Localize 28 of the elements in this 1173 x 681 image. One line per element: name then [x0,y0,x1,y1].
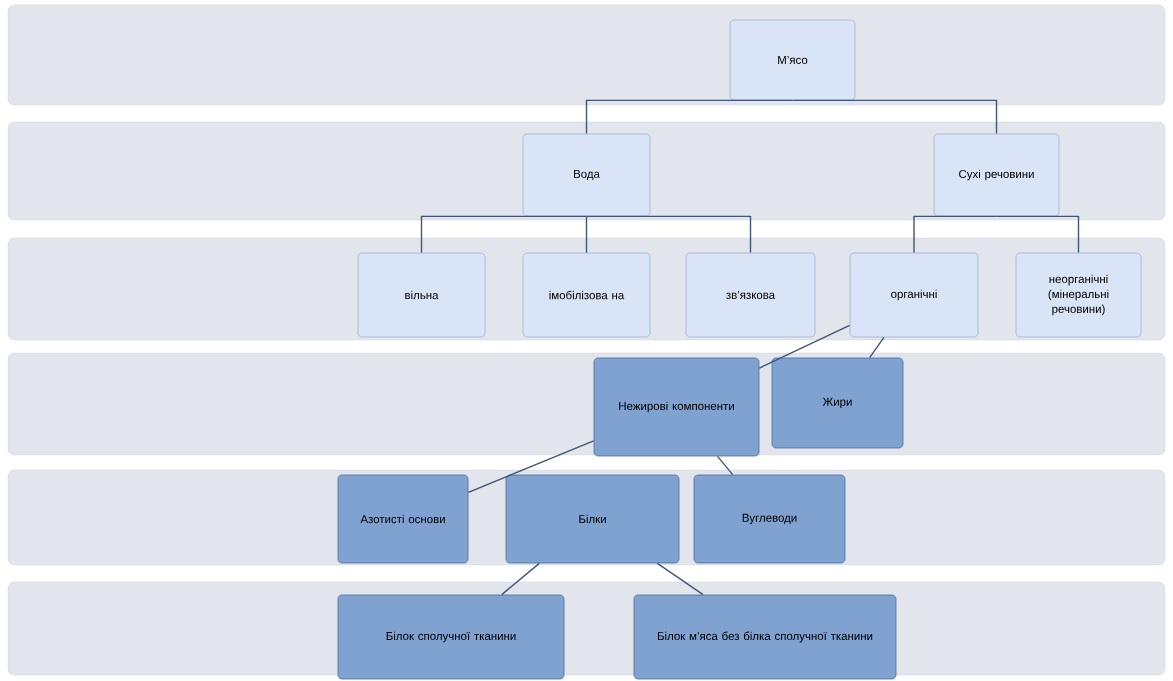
connector-line [791,99,998,135]
connector-line [467,440,595,493]
category-box: неорганічні (мінеральні речовини) [1015,252,1142,338]
component-box: Вуглеводи [693,474,846,564]
category-box: вільна [357,252,486,338]
component-box: Білки [505,474,680,564]
component-box: Білок сполучної тканини [337,594,565,680]
connector-line [868,336,885,359]
connector-line [501,562,540,596]
connector-line [585,215,752,254]
connector-line [585,99,794,135]
component-box: Жири [771,357,904,449]
connector-line [656,562,704,596]
connector-line [420,215,588,254]
component-box: Нежирові компоненти [593,357,760,457]
connector-line [585,215,588,254]
component-box: Азотисті основи [337,474,469,564]
connector-line [995,215,1080,254]
connector-line [758,324,851,369]
category-box: Сухі речовини [933,133,1060,217]
category-box: Вода [522,133,651,217]
connector-line [716,455,734,476]
connector-line [913,215,998,254]
category-box: імобілізова на [522,252,651,338]
component-box: Білок м’яса без білка сполучної тканини [633,594,897,680]
category-box: органічні [849,252,979,338]
category-box: М’ясо [729,19,856,101]
category-box: зв’язкова [685,252,816,338]
